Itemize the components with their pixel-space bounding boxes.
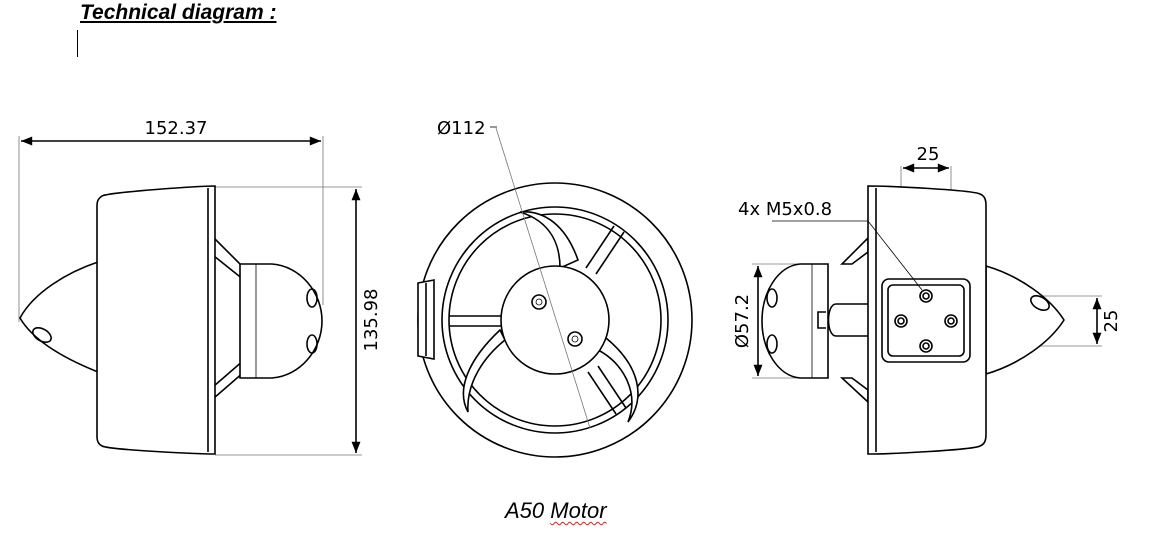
- caption-model: A50: [505, 498, 545, 523]
- bolt-spacing-h: 25: [917, 144, 940, 165]
- bolt-hole: [894, 314, 908, 328]
- rotor-hub: [500, 265, 610, 375]
- screw-spec-label: 4x M5x0.8: [738, 199, 832, 220]
- front-view: Ø112: [417, 118, 693, 458]
- bolt-hole: [919, 289, 933, 303]
- bolt-hole: [919, 339, 933, 353]
- rotor-blade: [462, 328, 507, 413]
- tail-cone: [985, 264, 1065, 376]
- motor-pod: [761, 263, 829, 379]
- length-dimension: 152.37: [145, 118, 208, 139]
- motor-pod: [239, 263, 323, 379]
- page-heading: Technical diagram :: [80, 1, 277, 24]
- text-cursor: [77, 30, 78, 57]
- mounting-plate: [881, 278, 971, 363]
- bolt-hole: [944, 314, 958, 328]
- side-view: 152.37 135.98: [18, 118, 382, 456]
- bolt-spacing-v: 25: [1101, 310, 1122, 333]
- hub-diameter: Ø57.2: [732, 294, 753, 348]
- nose-cone: [19, 260, 99, 374]
- rotor-blade: [519, 211, 580, 270]
- duct-shroud: [96, 185, 216, 455]
- caption-word: Motor: [550, 498, 607, 523]
- duct-diameter-label: Ø112: [437, 118, 486, 139]
- rear-view: 25 25 Ø57.2: [732, 144, 1122, 455]
- height-dimension: 135.98: [361, 289, 382, 352]
- figure-caption: A50 Motor: [505, 498, 607, 524]
